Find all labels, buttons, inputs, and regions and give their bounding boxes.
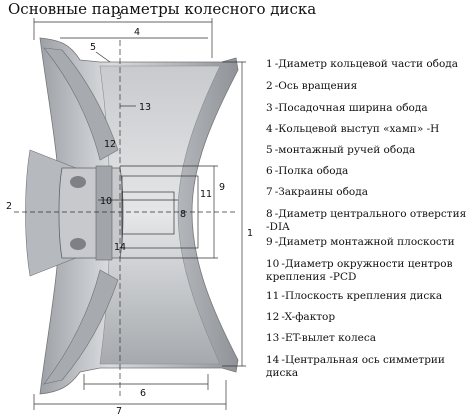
callout-1: 1 xyxy=(247,228,253,239)
callout-13: 13 xyxy=(139,102,151,113)
spoke-lower xyxy=(43,269,119,385)
hub-bolt-lower xyxy=(70,238,86,250)
diagram-title: Основные параметры колесного диска xyxy=(8,0,317,18)
callout-14: 14 xyxy=(114,242,126,253)
callout-10: 10 xyxy=(100,196,112,207)
callout-5: 5 xyxy=(90,42,96,53)
callout-9: 9 xyxy=(219,182,225,193)
callout-4: 4 xyxy=(134,27,140,38)
callout-2: 2 xyxy=(6,201,12,212)
callout-3: 3 xyxy=(116,11,122,22)
callout-8: 8 xyxy=(180,209,186,220)
hub-flange xyxy=(95,165,113,261)
callout-11: 11 xyxy=(200,189,212,200)
callout-6: 6 xyxy=(140,388,146,399)
callout-12: 12 xyxy=(104,139,116,150)
spoke-upper xyxy=(43,47,119,161)
hub-bolt-upper xyxy=(70,176,86,188)
callout-7: 7 xyxy=(116,406,122,417)
